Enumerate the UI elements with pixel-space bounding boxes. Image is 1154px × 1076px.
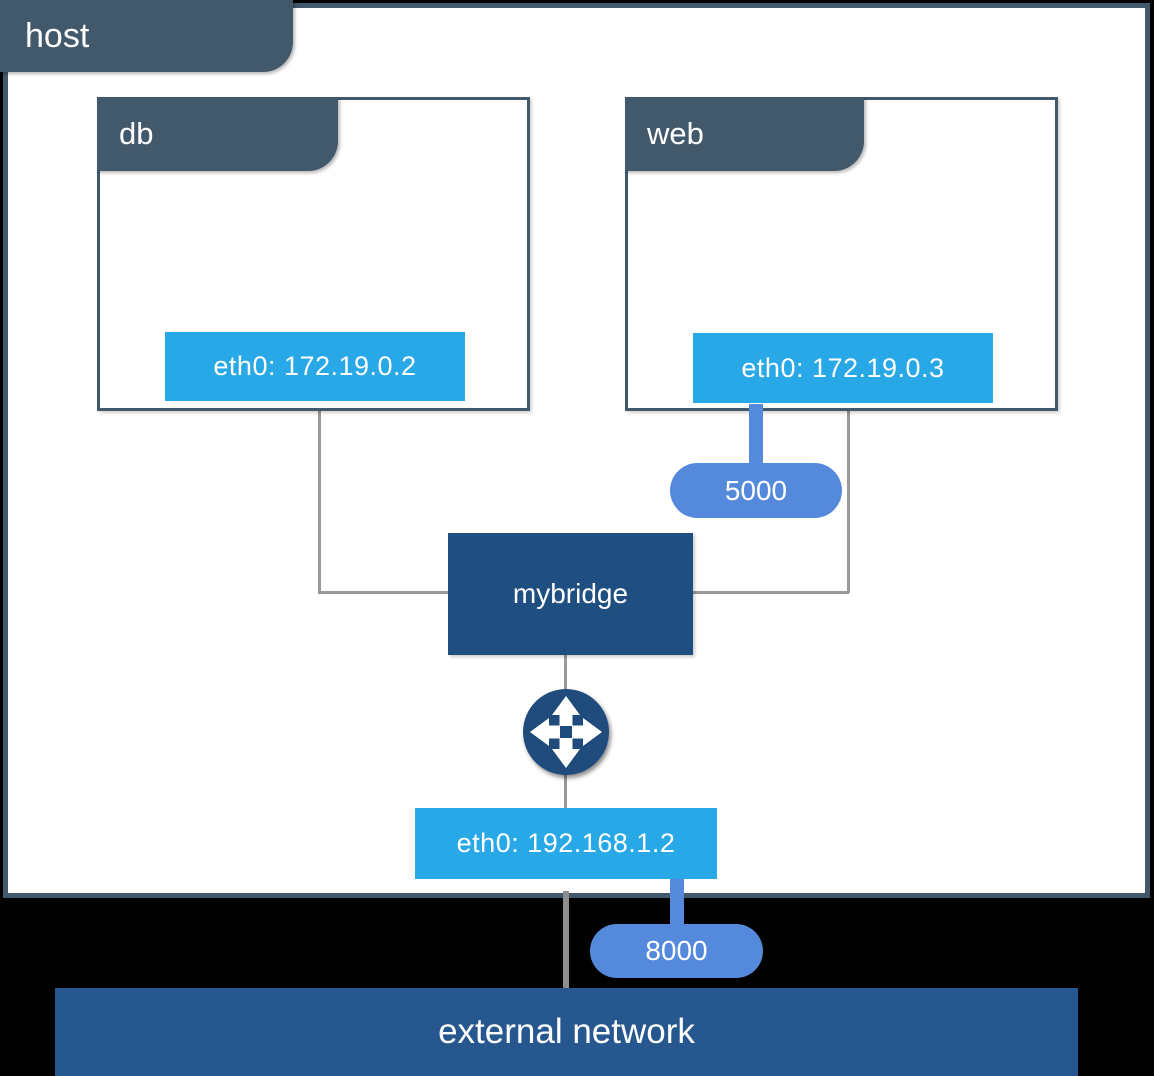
bridge-box: mybridge xyxy=(448,533,693,655)
container-tab-web: web xyxy=(625,97,864,171)
port-badge-5000: 5000 xyxy=(670,463,842,518)
host-eth0-label: eth0: 192.168.1.2 xyxy=(415,808,717,879)
db-to-bridge-line-vertical xyxy=(318,411,321,593)
host-tab: host xyxy=(0,0,293,72)
host-port-connector xyxy=(670,875,684,930)
port-5000-text: 5000 xyxy=(724,474,788,506)
db-eth0-text: eth0: 172.19.0.2 xyxy=(213,351,417,381)
web-to-bridge-line-horizontal xyxy=(693,591,849,594)
web-to-bridge-line-vertical xyxy=(847,411,850,593)
container-web-label: web xyxy=(647,116,704,151)
router-icon xyxy=(523,689,609,775)
container-tab-db: db xyxy=(97,97,338,171)
port-badge-8000: 8000 xyxy=(590,924,763,978)
container-db-label: db xyxy=(119,116,154,151)
port-8000-text: 8000 xyxy=(645,935,708,966)
db-to-bridge-line-horizontal xyxy=(318,591,448,594)
host-to-external-line xyxy=(563,891,569,988)
external-network-bar: external network xyxy=(55,988,1078,1076)
web-port-connector xyxy=(749,404,763,469)
external-network-label: external network xyxy=(438,1012,695,1051)
bridge-label: mybridge xyxy=(512,578,629,609)
web-eth0-text: eth0: 172.19.0.3 xyxy=(741,352,945,383)
web-eth0-label: eth0: 172.19.0.3 xyxy=(693,333,993,403)
host-eth0-text: eth0: 192.168.1.2 xyxy=(456,828,676,858)
host-label: host xyxy=(25,16,90,55)
db-eth0-label: eth0: 172.19.0.2 xyxy=(165,332,465,401)
